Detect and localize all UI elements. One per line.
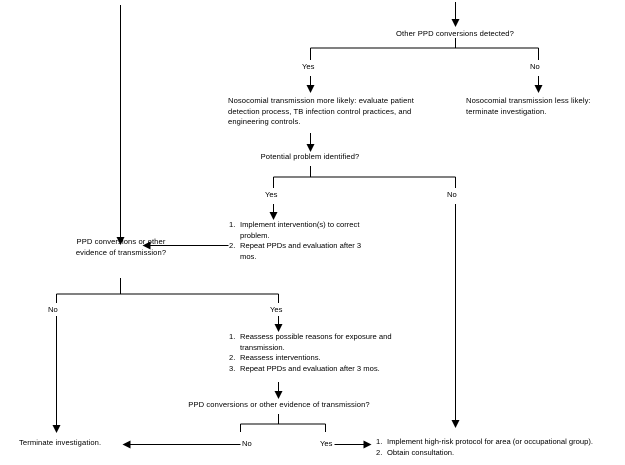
list-item-number: 2.: [229, 353, 236, 363]
list-item-text: Reassess interventions.: [240, 353, 321, 363]
list-item-number: 3.: [229, 363, 236, 373]
list-item-text: Implement intervention(s) to correct pro…: [240, 220, 362, 240]
list-high-risk-protocol: 1. Implement high-risk protocol for area…: [376, 437, 624, 458]
list-item: 3. Repeat PPDs and evaluation after 3 mo…: [229, 364, 409, 375]
list-reassess-block: 1. Reassess possible reasons for exposur…: [229, 332, 409, 374]
list-item-text: Repeat PPDs and evaluation after 3 mos.: [240, 363, 380, 373]
node-potential-problem: Potential problem identified?: [260, 152, 360, 161]
branch-label-evidence-yes: Yes: [270, 305, 283, 314]
branch-label-final-yes: Yes: [320, 439, 333, 448]
list-item: 2. Repeat PPDs and evaluation after 3 mo…: [229, 241, 379, 262]
list-item: 1. Implement high-risk protocol for area…: [376, 437, 624, 448]
branch-label-evidence-no: No: [48, 305, 58, 314]
branch-label-top-no: No: [530, 62, 540, 71]
node-ppd-conversions-evidence-2: PPD conversions or other evidence of tra…: [188, 400, 370, 409]
list-item-number: 2.: [229, 241, 236, 251]
branch-label-potential-yes: Yes: [265, 190, 278, 199]
list-item-text: Repeat PPDs and evaluation after 3 mos.: [240, 241, 364, 261]
list-item-text: Reassess possible reasons for exposure a…: [240, 332, 394, 352]
node-ppd-conversions-evidence: PPD conversions or other evidence of tra…: [75, 237, 168, 257]
list-item: 1. Implement intervention(s) to correct …: [229, 220, 379, 241]
branch-label-potential-no: No: [447, 190, 457, 199]
list-item-number: 1.: [229, 220, 236, 229]
list-item: 2. Reassess interventions.: [229, 353, 409, 364]
node-other-ppd-conversions: Other PPD conversions detected?: [396, 29, 514, 38]
node-nosocomial-more-likely: Nosocomial transmission more likely: eva…: [228, 96, 417, 127]
branch-label-top-yes: Yes: [302, 62, 315, 71]
list-item: 1. Reassess possible reasons for exposur…: [229, 332, 409, 353]
list-item-text: Obtain consultation.: [387, 447, 455, 457]
node-terminate-investigation: Terminate investigation.: [19, 438, 102, 447]
list-item-text: Implement high-risk protocol for area (o…: [387, 437, 593, 446]
list-item-number: 1.: [376, 437, 383, 446]
list-item-number: 1.: [229, 332, 236, 341]
list-implement-interventions: 1. Implement intervention(s) to correct …: [229, 220, 379, 262]
list-item: 2. Obtain consultation.: [376, 448, 624, 459]
branch-label-final-no: No: [242, 439, 252, 448]
list-item-number: 2.: [376, 447, 383, 457]
node-nosocomial-less-likely: Nosocomial transmission less likely: ter…: [466, 96, 593, 116]
